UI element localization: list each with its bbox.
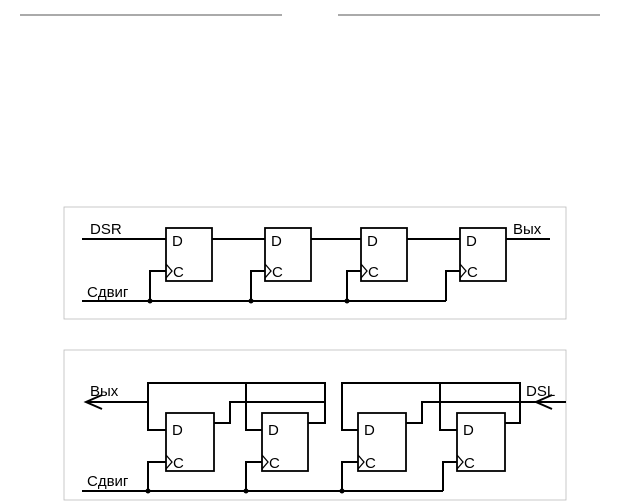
c-pin-label: C bbox=[464, 455, 475, 472]
clock-tap-1 bbox=[147, 461, 166, 491]
shift-right-diagram: D C D C D C D C DSR Вых Сдвиг bbox=[63, 206, 567, 320]
flipflop-3: D C bbox=[357, 412, 407, 472]
d-pin-label: D bbox=[271, 233, 282, 250]
dsr-label: DSR bbox=[90, 221, 122, 238]
d-pin-label: D bbox=[268, 422, 279, 439]
arrow-left-icon bbox=[533, 394, 553, 410]
d-pin-label: D bbox=[172, 422, 183, 439]
junction-dot bbox=[243, 488, 249, 494]
c-pin-label: C bbox=[467, 264, 478, 281]
c-pin-label: C bbox=[272, 264, 283, 281]
flipflop-4: D C bbox=[459, 227, 507, 282]
c-pin-label: C bbox=[269, 455, 280, 472]
feedback-wire-2-1 bbox=[147, 382, 326, 424]
c-pin-label: C bbox=[173, 264, 184, 281]
d-feed-2 bbox=[245, 402, 262, 431]
junction-dot bbox=[145, 488, 151, 494]
junction-dot bbox=[248, 298, 254, 304]
c-pin-label: C bbox=[365, 455, 376, 472]
q-wire-1 bbox=[214, 401, 325, 424]
clock-edge-icon bbox=[264, 263, 272, 279]
flipflop-1: D C bbox=[165, 412, 215, 472]
d-pin-label: D bbox=[463, 422, 474, 439]
shift-left-frame bbox=[63, 349, 567, 501]
clock-tap-3 bbox=[341, 461, 358, 491]
clock-edge-icon bbox=[360, 263, 368, 279]
flipflop-3: D C bbox=[360, 227, 408, 282]
flipflop-2: D C bbox=[261, 412, 309, 472]
c-pin-label: C bbox=[368, 264, 379, 281]
clock-edge-icon bbox=[261, 454, 269, 470]
q-wire-3 bbox=[406, 401, 520, 424]
clock-edge-icon bbox=[357, 454, 365, 470]
junction-dot bbox=[147, 298, 153, 304]
clock-label: Сдвиг bbox=[87, 284, 129, 301]
output-label: Вых bbox=[513, 221, 542, 238]
d-pin-label: D bbox=[367, 233, 378, 250]
shift-right-frame bbox=[63, 206, 567, 320]
clock-tap-2 bbox=[250, 270, 265, 301]
output-label: Вых bbox=[90, 383, 119, 400]
d-pin-label: D bbox=[172, 233, 183, 250]
clock-edge-icon bbox=[456, 454, 464, 470]
clock-tap-4 bbox=[442, 461, 457, 491]
d-feed-1 bbox=[147, 402, 166, 431]
d-pin-label: D bbox=[364, 422, 375, 439]
clock-edge-icon bbox=[165, 454, 173, 470]
d-feed-3 bbox=[341, 402, 358, 431]
flipflop-1: D C bbox=[165, 227, 213, 282]
d-feed-4 bbox=[439, 402, 457, 431]
clock-tap-3 bbox=[346, 270, 361, 301]
feedback-wire-4-3 bbox=[341, 382, 521, 424]
c-pin-label: C bbox=[173, 455, 184, 472]
clock-tap-4 bbox=[445, 270, 460, 301]
flipflop-2: D C bbox=[264, 227, 312, 282]
junction-dot bbox=[344, 298, 350, 304]
clock-edge-icon bbox=[459, 263, 467, 279]
shift-left-diagram: D C D C D C D C Вых DSL Сдвиг bbox=[63, 349, 567, 501]
arrow-left-icon bbox=[83, 394, 103, 410]
flipflop-4: D C bbox=[456, 412, 506, 472]
clock-edge-icon bbox=[165, 263, 173, 279]
junction-dot bbox=[339, 488, 345, 494]
d-pin-label: D bbox=[466, 233, 477, 250]
dsl-label: DSL bbox=[526, 383, 555, 400]
clock-label: Сдвиг bbox=[87, 473, 129, 490]
clock-tap-1 bbox=[149, 270, 166, 301]
clock-tap-2 bbox=[245, 461, 262, 491]
